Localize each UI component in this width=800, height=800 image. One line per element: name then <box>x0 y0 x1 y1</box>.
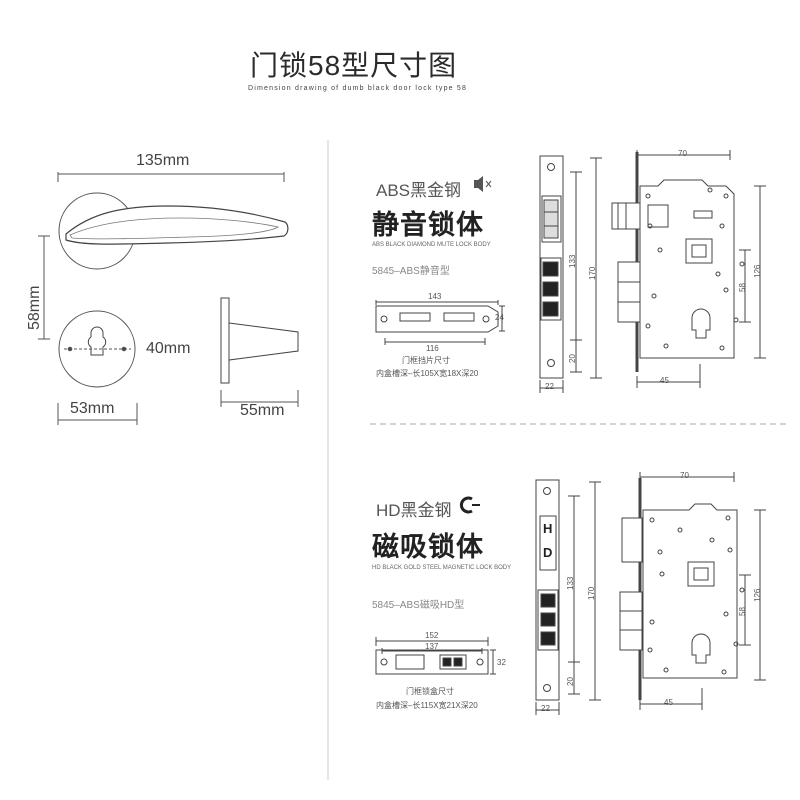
hd-dim-133: 133 <box>566 576 575 590</box>
hd-plate-inner: 137 <box>425 642 439 651</box>
hd-plate-total: 152 <box>425 631 439 640</box>
abs-plate-inner: 116 <box>426 344 439 353</box>
hd-plate-height: 32 <box>497 658 506 667</box>
handle-height-label: 58mm <box>26 285 43 330</box>
lever-side <box>228 322 299 361</box>
abs-desc: ABS BLACK DIAMOND MUTE LOCK BODY <box>372 242 491 248</box>
speaker-mute-icon <box>474 176 483 192</box>
abs-model: 5845–ABS静音型 <box>372 266 450 277</box>
abs-strike-label: 门框挡片尺寸 <box>402 356 450 365</box>
abs-dim-126: 126 <box>753 264 762 278</box>
cylinder-width-label: 40mm <box>146 340 191 357</box>
abs-slot-spec: 内盒槽深–长105X宽18X深20 <box>376 369 479 378</box>
abs-backset: 45 <box>660 376 669 385</box>
cylinder-rose <box>58 310 136 388</box>
abs-dim-133: 133 <box>568 254 577 268</box>
handle-width-label: 135mm <box>136 152 190 169</box>
hd-body-width: 70 <box>680 471 689 480</box>
hd-dim-20: 20 <box>566 677 575 686</box>
hd-model: 5845–ABS磁吸HD型 <box>372 600 465 611</box>
hd-backset: 45 <box>664 698 673 707</box>
abs-face-width: 22 <box>545 382 554 391</box>
hd-dim-126: 126 <box>753 588 762 602</box>
rose-side <box>220 297 230 384</box>
abs-dim-58: 58 <box>738 283 747 292</box>
abs-dim-170: 170 <box>588 266 597 280</box>
abs-title: ABS黑金钢 <box>376 181 462 200</box>
abs-name: 静音锁体 <box>372 210 484 240</box>
hd-strike-label: 门框锁盒尺寸 <box>406 687 454 696</box>
abs-plate-height: 24 <box>495 313 504 322</box>
page-title: 门锁58型尺寸图 <box>250 50 458 81</box>
lever-handle <box>65 205 289 245</box>
hd-title: HD黑金钢 <box>376 501 452 520</box>
magnet-c-icon <box>459 496 473 514</box>
abs-body-width: 70 <box>678 149 687 158</box>
abs-dim-20: 20 <box>568 354 577 363</box>
rose-diameter-label: 53mm <box>70 400 115 417</box>
hd-dim-58: 58 <box>738 607 747 616</box>
hd-face-width: 22 <box>541 704 550 713</box>
hd-name: 磁吸锁体 <box>372 532 484 562</box>
page-subtitle: Dimension drawing of dumb black door loc… <box>248 85 468 92</box>
handle-depth-label: 55mm <box>240 402 285 419</box>
hd-desc: HD BLACK GOLD STEEL MAGNETIC LOCK BODY <box>372 565 512 571</box>
hd-badge-d: D <box>543 545 553 560</box>
abs-plate-total: 143 <box>428 292 442 301</box>
hd-slot-spec: 内盒槽深–长115X宽21X深20 <box>376 701 478 710</box>
hd-badge-h: H <box>543 521 553 536</box>
hd-dim-170: 170 <box>587 586 596 600</box>
